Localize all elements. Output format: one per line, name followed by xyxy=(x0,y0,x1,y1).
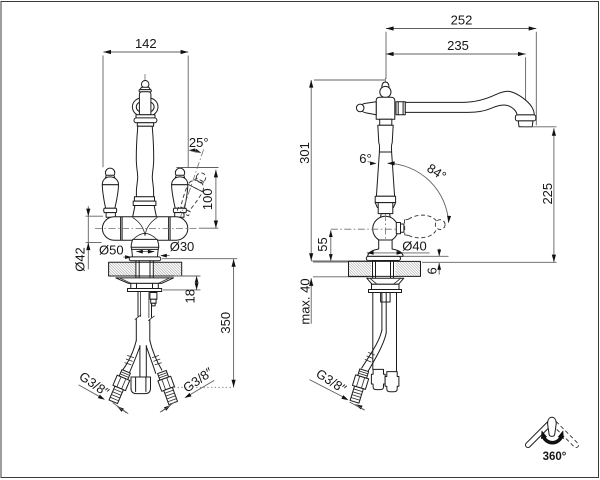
svg-text:350: 350 xyxy=(218,312,233,334)
svg-text:Ø30: Ø30 xyxy=(170,239,195,254)
svg-text:100: 100 xyxy=(200,188,215,210)
svg-text:360°: 360° xyxy=(543,451,567,463)
svg-text:max. 40: max. 40 xyxy=(298,278,313,324)
svg-text:235: 235 xyxy=(447,38,469,53)
svg-text:6°: 6° xyxy=(359,151,371,166)
svg-text:Ø40: Ø40 xyxy=(402,239,427,254)
svg-text:301: 301 xyxy=(297,142,312,164)
svg-text:252: 252 xyxy=(451,13,473,28)
svg-text:55: 55 xyxy=(315,237,330,251)
svg-text:25°: 25° xyxy=(189,135,209,150)
svg-text:Ø50: Ø50 xyxy=(99,242,124,257)
svg-text:18: 18 xyxy=(183,289,198,303)
svg-text:6: 6 xyxy=(424,267,439,274)
svg-text:142: 142 xyxy=(135,36,157,51)
svg-text:225: 225 xyxy=(540,183,555,205)
svg-text:Ø42: Ø42 xyxy=(73,247,88,272)
